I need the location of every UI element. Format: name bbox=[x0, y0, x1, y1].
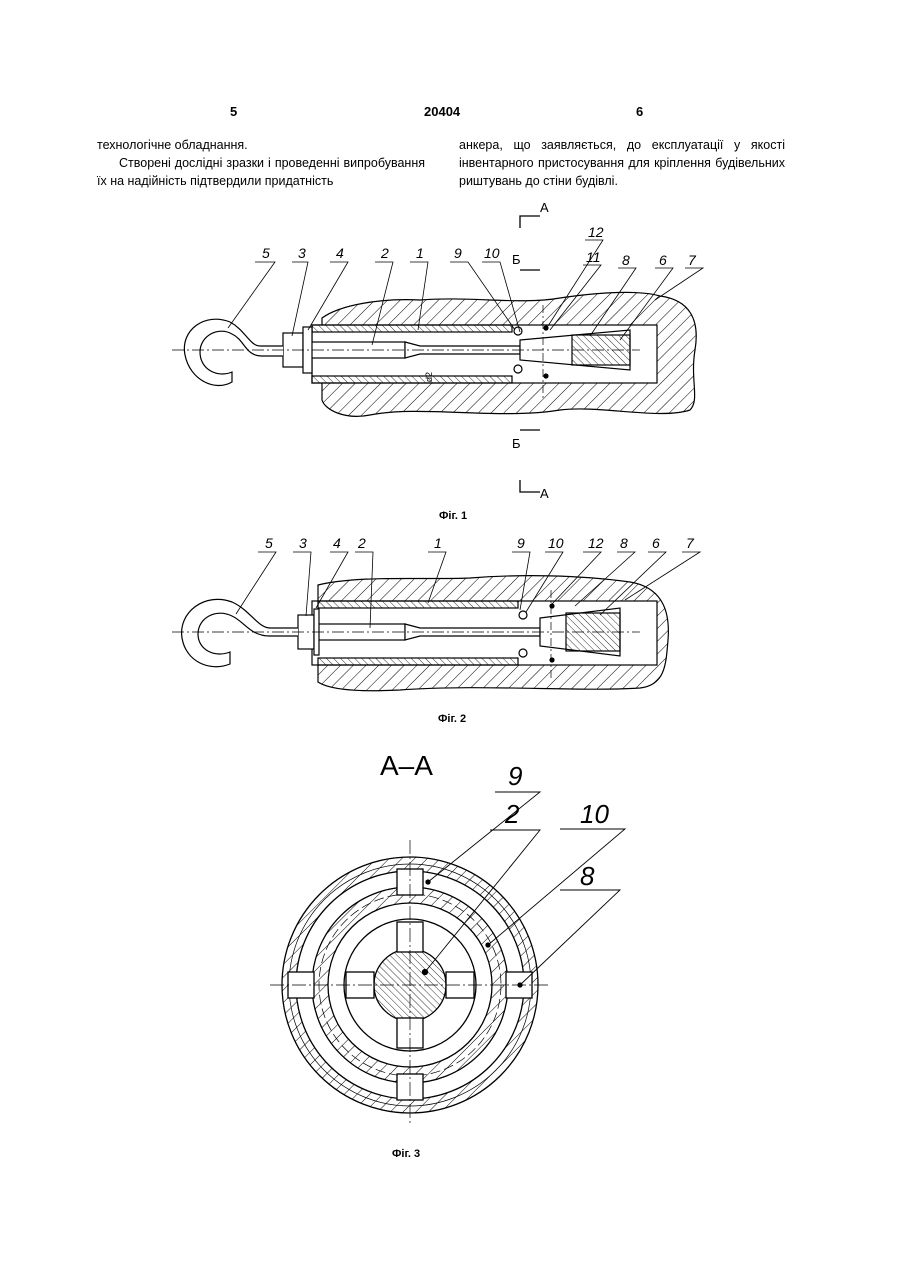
fig1-label-8: 8 bbox=[622, 252, 630, 268]
fig1-dimension: d2 bbox=[424, 372, 434, 382]
fig2-sleeve-bottom bbox=[318, 658, 518, 665]
fig1-section-b-top: Б bbox=[512, 252, 521, 267]
fig1-label-11: 11 bbox=[586, 249, 601, 265]
fig2-label-2: 2 bbox=[357, 535, 366, 551]
fig2-label-12: 12 bbox=[588, 535, 604, 551]
fig1-pin-bottom bbox=[514, 365, 522, 373]
fig1-label-5: 5 bbox=[262, 245, 270, 261]
fig1-section-a-bottom: А bbox=[540, 486, 549, 501]
figure-2 bbox=[172, 552, 700, 691]
fig1-section-b-bottom: Б bbox=[512, 436, 521, 451]
fig1-label-9: 9 bbox=[454, 245, 462, 261]
fig2-label-5: 5 bbox=[265, 535, 273, 551]
fig1-label-12: 12 bbox=[588, 224, 604, 240]
fig2-label-9: 9 bbox=[517, 535, 525, 551]
fig1-caption: Фіг. 1 bbox=[439, 510, 467, 522]
fig2-label-7: 7 bbox=[686, 535, 695, 551]
fig2-caption: Фіг. 2 bbox=[438, 713, 466, 725]
fig1-section-a-top: А bbox=[540, 200, 549, 215]
fig2-sleeve-top bbox=[318, 601, 518, 608]
fig3-label-10: 10 bbox=[580, 799, 609, 829]
fig2-label-1: 1 bbox=[434, 535, 442, 551]
fig1-label-6: 6 bbox=[659, 252, 667, 268]
fig3-caption: Фіг. 3 bbox=[392, 1148, 420, 1160]
fig2-label-8: 8 bbox=[620, 535, 628, 551]
fig3-label-8: 8 bbox=[580, 861, 595, 891]
fig1-label-1: 1 bbox=[416, 245, 424, 261]
fig1-label-10: 10 bbox=[484, 245, 500, 261]
fig3-label-2: 2 bbox=[504, 799, 520, 829]
fig1-sleeve-bottom bbox=[312, 376, 512, 383]
fig1-hook bbox=[184, 319, 283, 385]
fig1-label-3: 3 bbox=[298, 245, 306, 261]
fig2-label-10: 10 bbox=[548, 535, 564, 551]
fig2-pin-top bbox=[519, 611, 527, 619]
fig1-label-4: 4 bbox=[336, 245, 344, 261]
fig1-pin-top bbox=[514, 327, 522, 335]
fig1-label-7: 7 bbox=[688, 252, 697, 268]
fig1-sleeve-top bbox=[312, 325, 512, 332]
fig1-label-2: 2 bbox=[380, 245, 389, 261]
fig3-label-9: 9 bbox=[508, 761, 522, 791]
figure-2-labels: 5 3 4 2 1 9 10 12 8 6 7 bbox=[265, 535, 695, 551]
fig2-pin-bottom bbox=[519, 649, 527, 657]
fig2-label-4: 4 bbox=[333, 535, 341, 551]
fig2-label-6: 6 bbox=[652, 535, 660, 551]
fig2-label-3: 3 bbox=[299, 535, 307, 551]
figure-3 bbox=[270, 792, 625, 1125]
fig2-hook bbox=[182, 599, 298, 666]
fig3-section-title: А–А bbox=[380, 750, 433, 781]
